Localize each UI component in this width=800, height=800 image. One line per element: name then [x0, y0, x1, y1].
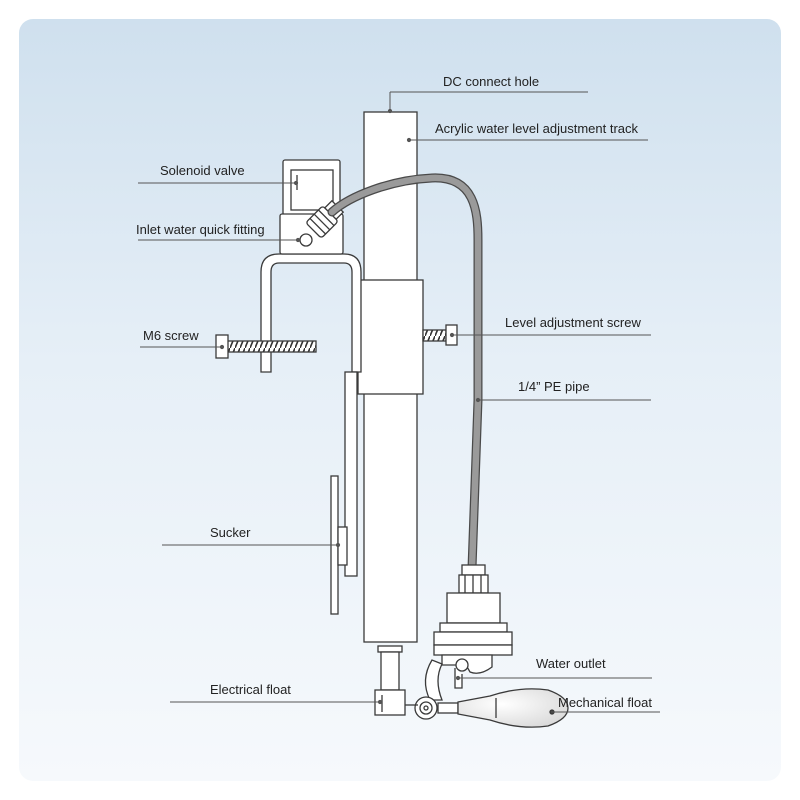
level-adjustment-screw: [422, 329, 447, 342]
slider-block: [357, 279, 424, 395]
support-rod: [344, 371, 358, 577]
electrical-float: [374, 645, 418, 716]
label-mechanical-float: Mechanical float: [558, 695, 652, 710]
m6-screw: [226, 340, 317, 353]
label-pe-pipe: 1/4” PE pipe: [518, 379, 590, 394]
water-outlet: [441, 654, 493, 689]
label-m6-screw: M6 screw: [143, 328, 199, 343]
label-solenoid-valve: Solenoid valve: [160, 163, 245, 178]
label-electrical-float: Electrical float: [210, 682, 291, 697]
label-inlet-fitting: Inlet water quick fitting: [136, 222, 265, 237]
mechanical-float: [414, 659, 569, 728]
label-dc-connect-hole: DC connect hole: [443, 74, 539, 89]
label-level-screw: Level adjustment screw: [505, 315, 641, 330]
label-water-outlet: Water outlet: [536, 656, 606, 671]
u-bracket: [260, 253, 362, 373]
outlet-fitting: [433, 564, 513, 656]
label-acrylic-track: Acrylic water level adjustment track: [435, 121, 639, 136]
label-sucker: Sucker: [210, 525, 251, 540]
